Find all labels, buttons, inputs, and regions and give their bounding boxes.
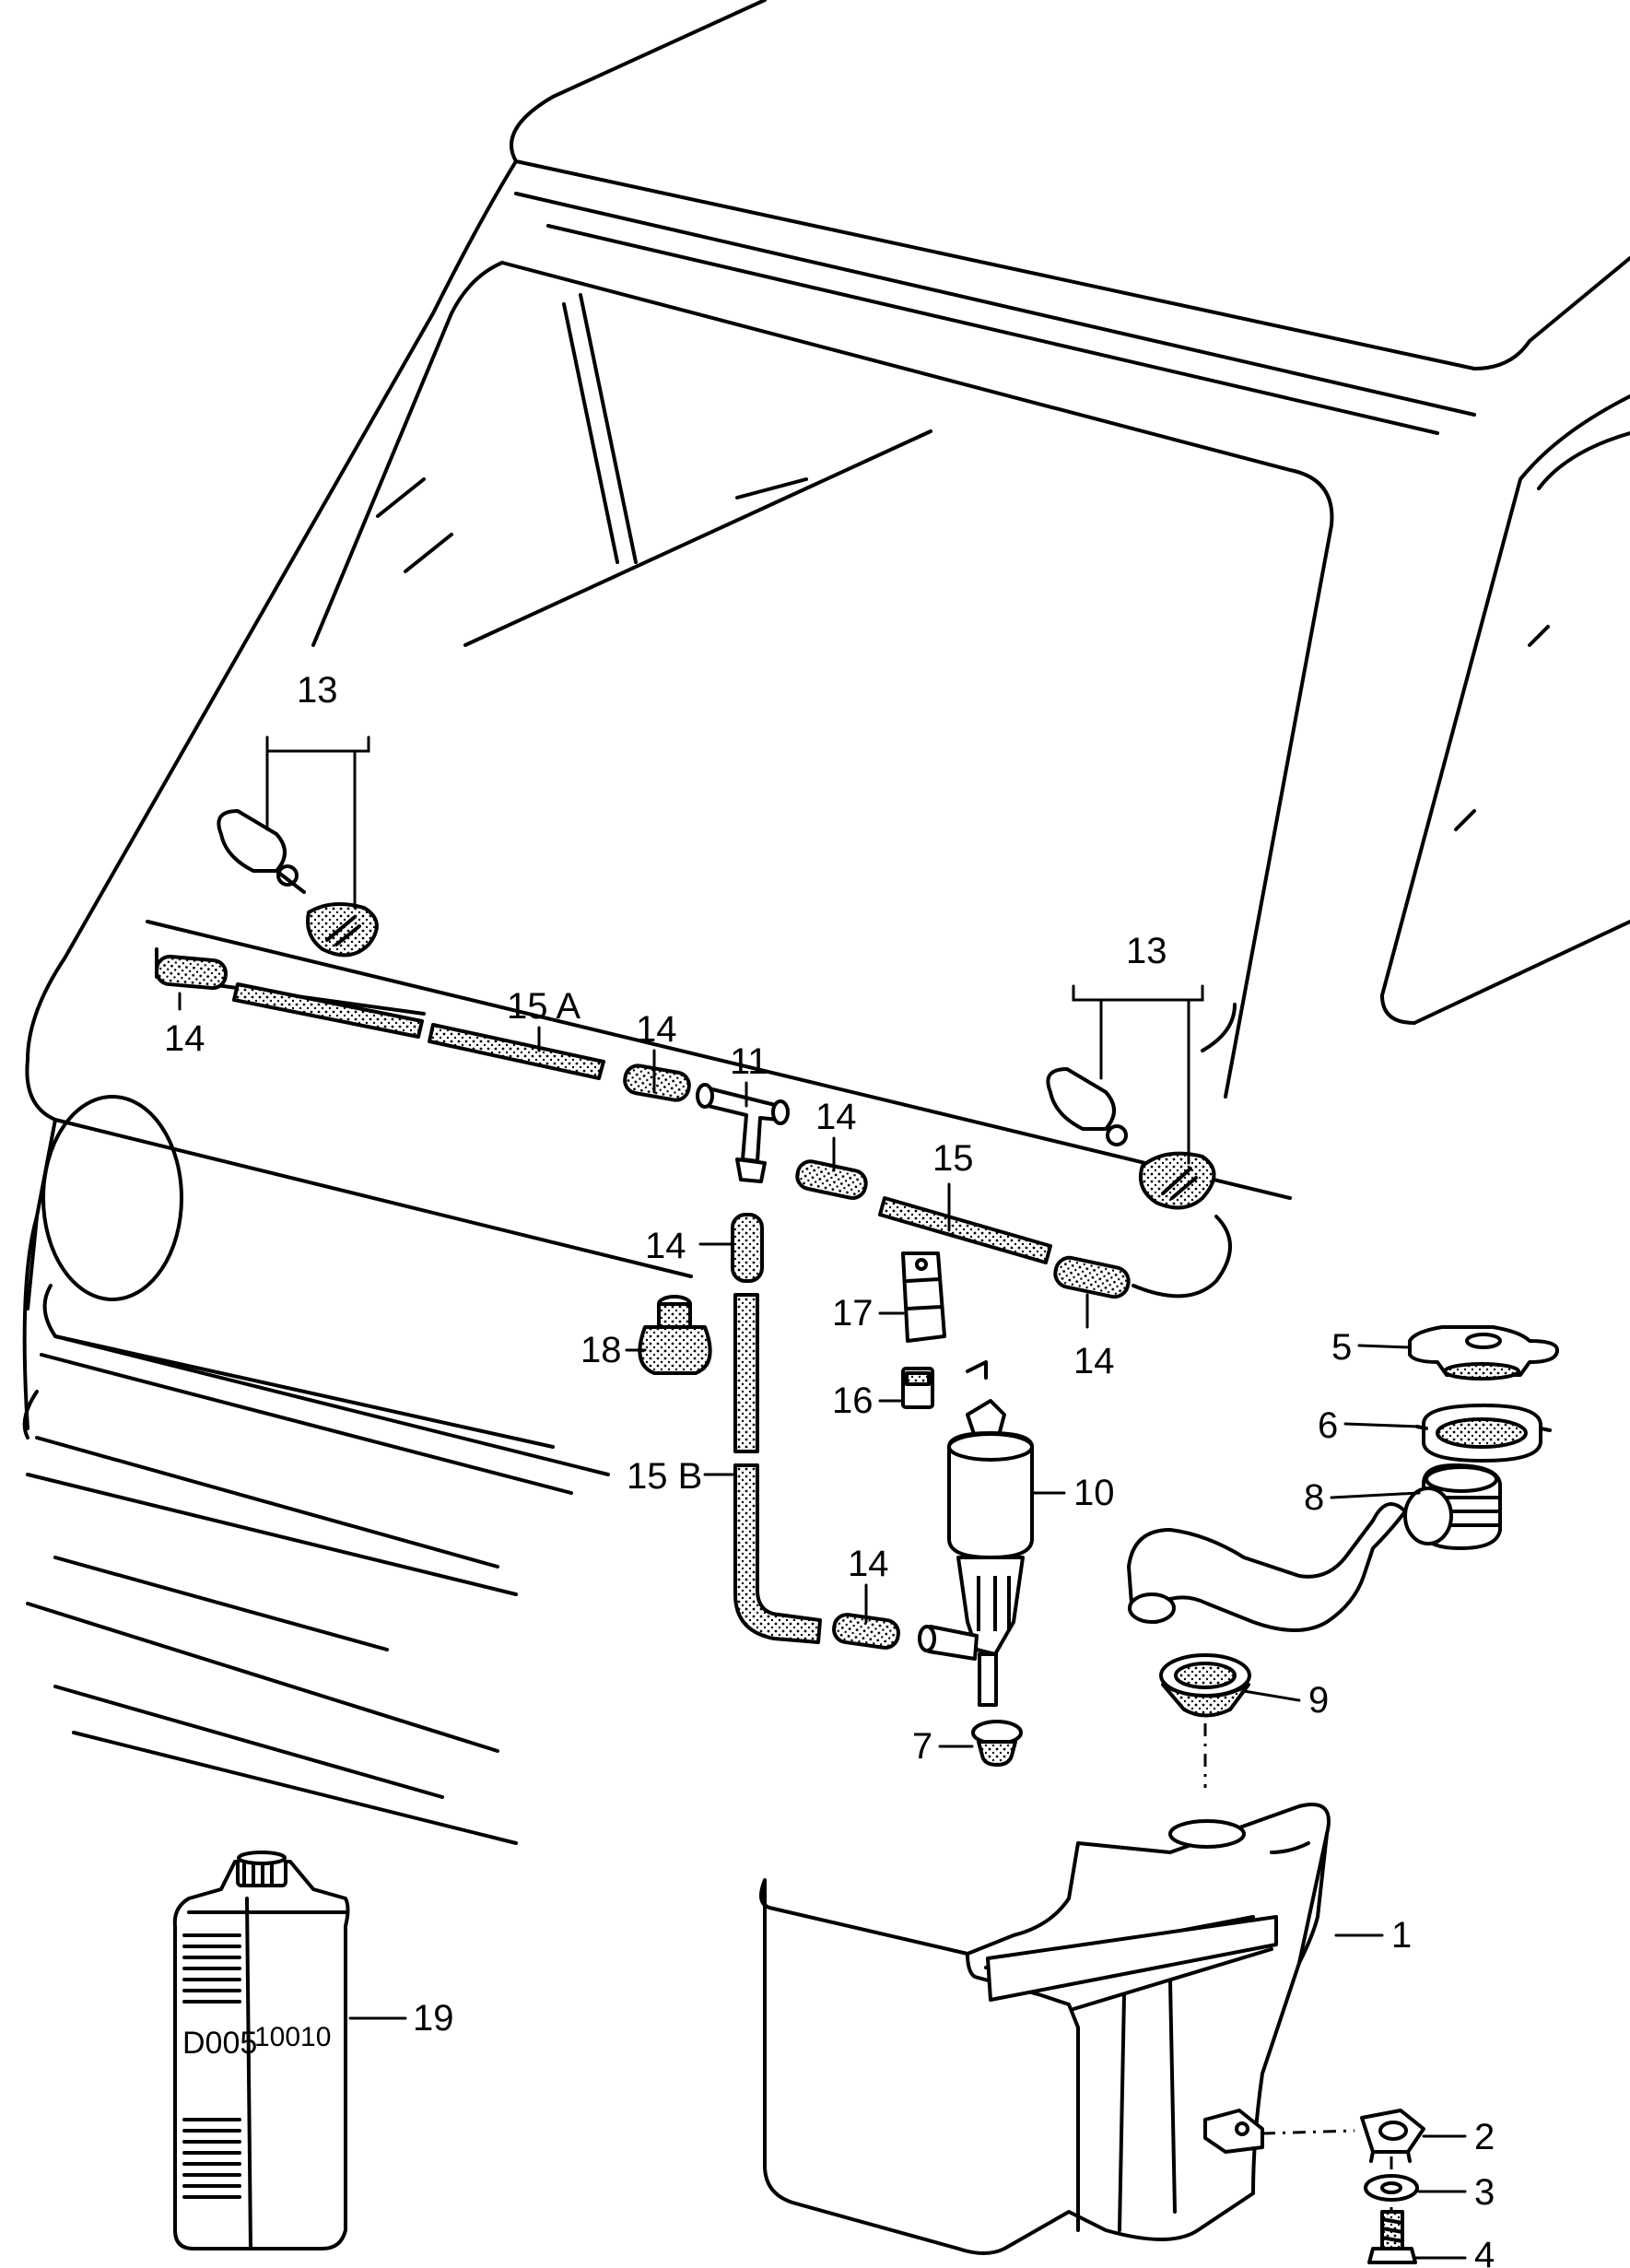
callout-2: 2 xyxy=(1474,2117,1495,2157)
hose-sleeve-14-d xyxy=(1053,1255,1131,1299)
grommet-18 xyxy=(638,1295,712,1375)
callout-19: 19 xyxy=(413,1998,454,2039)
cap-5 xyxy=(1408,1325,1559,1381)
hose-15a xyxy=(232,982,605,1080)
callout-4: 4 xyxy=(1474,2235,1495,2268)
callout-14-e: 14 xyxy=(645,1226,686,1266)
washer-pump-10 xyxy=(918,1399,1034,1707)
callout-1: 1 xyxy=(1391,1915,1412,1956)
bottle-code-right: 10010 xyxy=(254,2022,331,2052)
callout-13-right: 13 xyxy=(1126,931,1167,971)
grommet-9 xyxy=(1159,1653,1251,1788)
washer-3 xyxy=(1364,2174,1419,2202)
washer-reservoir-1 xyxy=(759,1803,1331,2255)
callout-15b: 15 B xyxy=(627,1456,702,1497)
filler-neck-8 xyxy=(1127,1463,1502,1632)
bottle-rib-pattern-top xyxy=(182,1933,241,2004)
callout-10: 10 xyxy=(1073,1473,1115,1513)
hose-15b xyxy=(733,1293,822,1644)
callout-3: 3 xyxy=(1474,2172,1495,2213)
contact-16 xyxy=(901,1360,988,1409)
callout-15a: 15 A xyxy=(507,986,580,1027)
callout-14-d: 14 xyxy=(1073,1341,1115,1381)
grommet-7 xyxy=(971,1720,1023,1767)
washer-jet-left xyxy=(217,809,379,958)
callout-14-a: 14 xyxy=(164,1018,205,1059)
callout-15: 15 xyxy=(932,1138,974,1179)
hose-to-right-jet xyxy=(1132,1215,1232,1299)
t-piece-11 xyxy=(696,1083,790,1183)
hose-sleeve-14-b xyxy=(623,1063,691,1102)
hose-sleeve-14-e xyxy=(731,1213,764,1283)
plug-housing-17 xyxy=(901,1252,946,1343)
hose-sleeve-14-c xyxy=(795,1159,868,1200)
bottle-rib-pattern-bottom xyxy=(182,2118,241,2199)
fluid-bottle-19: D005 10010 xyxy=(172,1851,350,2250)
washer-jet-right xyxy=(1046,1067,1216,1210)
bracket-2 xyxy=(1360,2109,1425,2163)
mount-axis-line xyxy=(1261,2129,1355,2135)
callout-14-c: 14 xyxy=(815,1097,857,1137)
callout-14-f: 14 xyxy=(848,1544,889,1584)
callout-17: 17 xyxy=(832,1293,874,1334)
callout-7: 7 xyxy=(912,1726,932,1767)
vehicle-body-outline xyxy=(22,0,1630,1845)
leader-lines xyxy=(178,735,1467,2260)
callout-labels: 13 13 14 15 A 14 11 14 15 14 14 17 16 18… xyxy=(164,670,1495,2268)
callout-11: 11 xyxy=(730,1041,768,1082)
retaining-ring-6 xyxy=(1415,1404,1552,1463)
callout-16: 16 xyxy=(832,1381,874,1421)
hose-sleeve-14-left xyxy=(155,954,228,991)
bottle-code-left: D005 xyxy=(182,2026,257,2061)
callout-9: 9 xyxy=(1308,1680,1329,1721)
callout-13-left: 13 xyxy=(297,670,338,711)
screw-4 xyxy=(1367,2210,1417,2264)
callout-6: 6 xyxy=(1318,1405,1338,1446)
hose-15 xyxy=(878,1196,1052,1264)
callout-18: 18 xyxy=(580,1330,622,1370)
callout-8: 8 xyxy=(1304,1477,1324,1518)
callout-14-b: 14 xyxy=(636,1009,677,1050)
hose-sleeve-14-f xyxy=(832,1613,900,1650)
callout-5: 5 xyxy=(1331,1327,1352,1368)
